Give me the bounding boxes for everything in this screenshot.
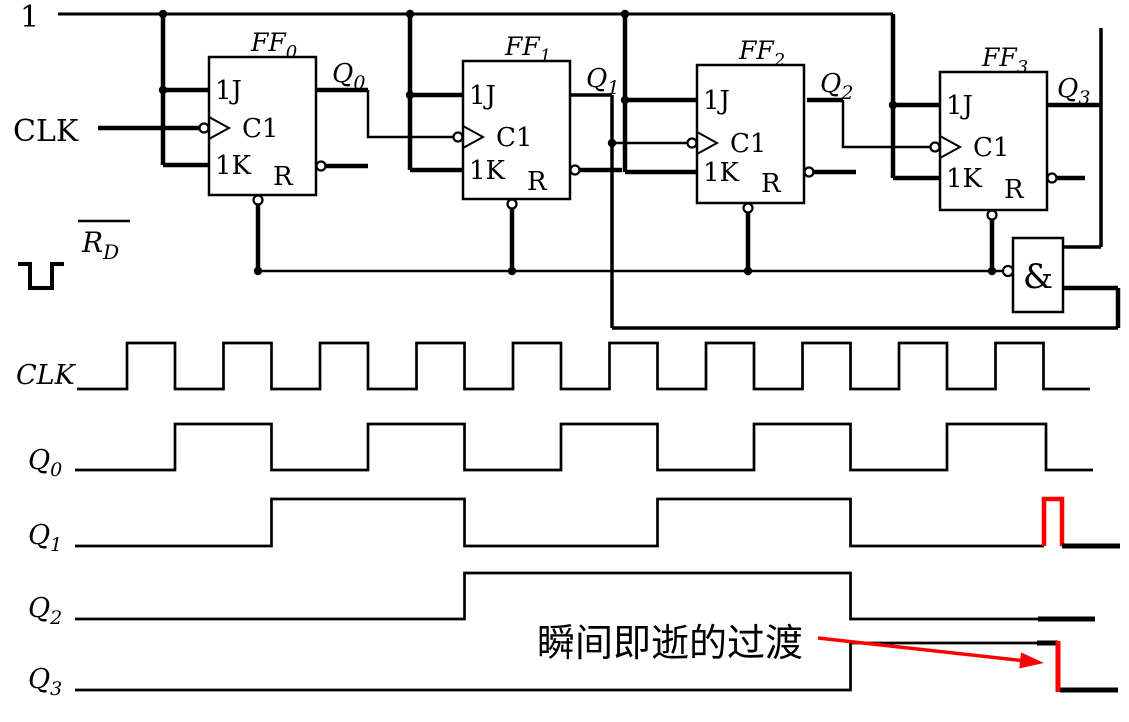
- ff0-port-label-r: R: [273, 162, 294, 192]
- wave-label-q0: Q0: [28, 445, 62, 481]
- waveform-q1: [75, 497, 1044, 548]
- ff1-edge-triangle-icon: [462, 125, 486, 149]
- ff2-q-output-label: Q2: [820, 69, 853, 104]
- waveform-q3: [75, 641, 1058, 692]
- ff2-rail-junction-dot: [620, 9, 630, 19]
- ff2-port-label-1j: 1J: [703, 86, 730, 116]
- ff0-clock-bubble: [198, 122, 210, 134]
- ff0-qbar-bubble: [315, 160, 327, 172]
- ff1-clock-bubble: [452, 131, 464, 143]
- ff2-name-label: FF2: [738, 36, 785, 71]
- q0-to-ff1-clock-wire: [366, 90, 453, 139]
- ff1-rail-junction-dot: [405, 9, 415, 19]
- ff3-port-label-c1: C1: [973, 133, 1009, 163]
- ff1-name-label: FF1: [504, 32, 551, 67]
- transient-annotation-text: 瞬间即逝的过渡: [537, 621, 803, 665]
- clk-input-label: CLK: [13, 114, 79, 149]
- reset-rd-label: RD: [81, 226, 119, 264]
- ff1-port-label-1k: 1K: [469, 156, 506, 186]
- ff1-box: [461, 59, 572, 201]
- ff1-port-label-r: R: [527, 167, 548, 197]
- ff1-port-label-1j: 1J: [469, 81, 496, 111]
- ff3-edge-triangle-icon: [939, 135, 963, 159]
- power-one-label: 1: [20, 0, 39, 35]
- ff0-port-label-1j: 1J: [215, 76, 242, 106]
- wave-label-q2: Q2: [28, 593, 62, 629]
- ff3-name-label: FF3: [981, 43, 1028, 78]
- ff1-port-label-c1: C1: [496, 123, 532, 153]
- ff0-reset-bubble: [252, 194, 264, 206]
- ff2-qbar-bubble: [803, 166, 815, 178]
- ff2-edge-triangle-icon: [696, 131, 720, 155]
- ff2-clock-bubble: [686, 137, 698, 149]
- waveform-q2: [75, 571, 1038, 621]
- q1-glitch-pulse: [1041, 496, 1065, 546]
- wave-label-clk: CLK: [16, 360, 77, 391]
- annotation-arrowhead-icon: [1019, 652, 1044, 669]
- q2-to-ff3-clock-wire: [841, 100, 930, 149]
- ff2-port-label-1k: 1K: [703, 158, 740, 188]
- and-gate-box: [1011, 236, 1065, 314]
- ff0-name-label: FF0: [250, 28, 297, 63]
- waveform-clk: [77, 341, 1090, 391]
- waveform-q0: [75, 422, 1093, 472]
- ff0-edge-triangle-icon: [208, 116, 232, 140]
- ff2-port-label-c1: C1: [730, 129, 766, 159]
- ff3-port-label-1k: 1K: [946, 164, 983, 194]
- ff0-port-label-c1: C1: [242, 114, 278, 144]
- ff3-qbar-bubble: [1046, 172, 1058, 184]
- reset-pulse-icon: [18, 262, 64, 290]
- and-gate-label: &: [1023, 257, 1053, 297]
- ff3-port-label-1j: 1J: [946, 91, 973, 121]
- ff1-qbar-bubble: [569, 164, 581, 176]
- and-gate-output-bubble: [1001, 264, 1015, 278]
- ff2-port-label-r: R: [761, 169, 782, 199]
- ff2-reset-bubble: [742, 202, 754, 214]
- ff3-reset-bubble: [986, 209, 998, 221]
- ff1-reset-bubble: [506, 198, 518, 210]
- ff3-port-label-r: R: [1004, 175, 1025, 205]
- wave-label-q1: Q1: [28, 520, 62, 556]
- annotation-arrow-line: [817, 636, 1021, 663]
- ff0-rail-junction-dot: [158, 9, 168, 19]
- wave-label-q3: Q3: [28, 664, 62, 700]
- ff1-q-output-label: Q1: [586, 64, 619, 99]
- ff0-port-label-1k: 1K: [215, 151, 252, 181]
- ff3-clock-bubble: [929, 141, 941, 153]
